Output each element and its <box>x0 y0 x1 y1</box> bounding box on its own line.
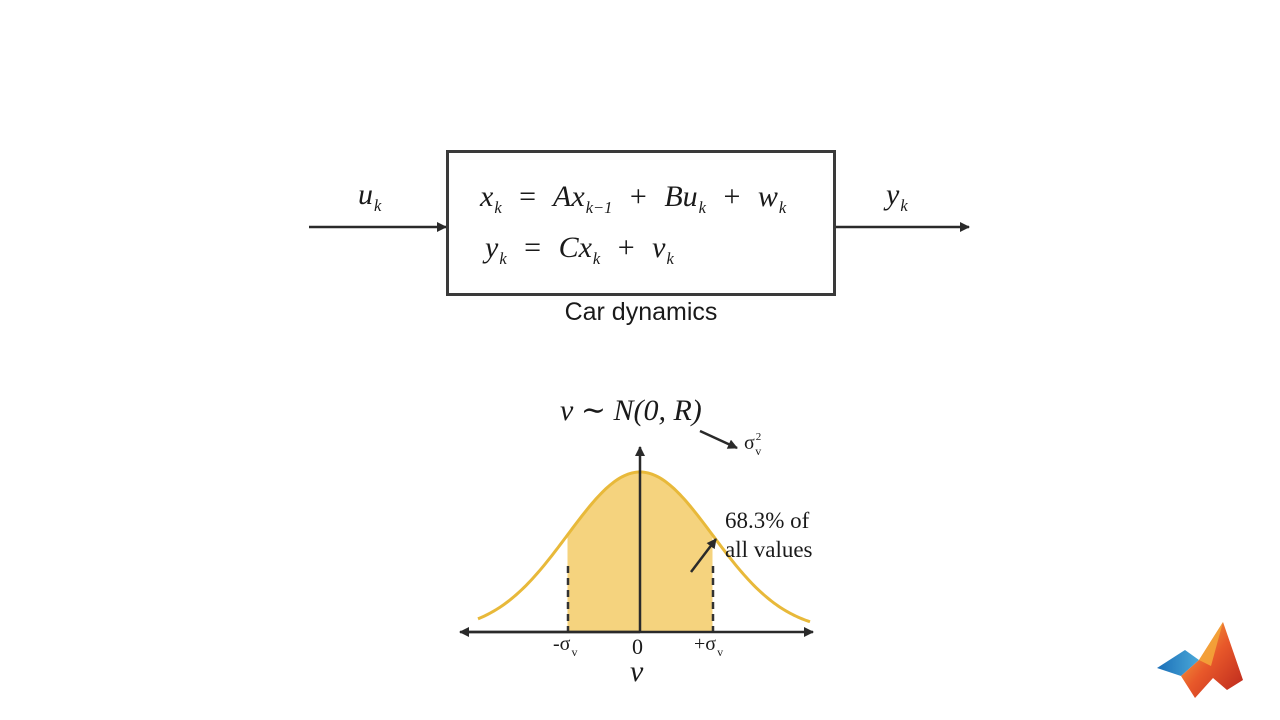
state-equation: xk = Axk−1 + Buk + wk <box>480 180 787 218</box>
measurement-equation: yk = Cxk + vk <box>485 231 674 269</box>
state-plus-1: + <box>629 180 647 213</box>
input-sub: k <box>374 196 382 216</box>
state-eq-sign: = <box>519 180 537 213</box>
meas-term-v: v <box>652 231 666 264</box>
tick-neg-text: -σ <box>553 633 571 655</box>
block-label: Car dynamics <box>564 298 718 326</box>
state-term-b-sub: k <box>698 198 706 218</box>
matlab-logo-icon <box>1157 622 1243 698</box>
annotation: 68.3% of all values <box>725 506 865 564</box>
state-plus-2: + <box>723 180 741 213</box>
state-term-b: Bu <box>664 180 698 213</box>
input-symbol: u <box>358 178 373 211</box>
input-label: uk <box>358 178 382 216</box>
meas-lhs-sub: k <box>499 249 507 269</box>
annotation-line-1: 68.3% of <box>725 508 810 533</box>
variance-label: σ2v <box>744 431 762 458</box>
system-block <box>446 150 836 296</box>
variance-arrow <box>699 429 738 450</box>
meas-lhs: y <box>485 231 499 264</box>
tick-pos-text: +σ <box>694 633 717 655</box>
variance-sigma: σ <box>744 432 755 454</box>
gaussian-curve <box>477 470 811 624</box>
annotation-line-2: all values <box>725 537 813 562</box>
output-label: yk <box>886 178 908 216</box>
variance-sup: 2 <box>755 431 762 443</box>
meas-term-c: Cx <box>558 231 592 264</box>
state-term-w: w <box>757 180 778 213</box>
tick-zero: 0 <box>632 634 643 659</box>
axis-label: v <box>630 655 644 688</box>
meas-eq-sign: = <box>524 231 542 264</box>
variance-sub: v <box>755 444 762 458</box>
output-symbol: y <box>886 178 900 211</box>
state-term-w-sub: k <box>778 198 787 218</box>
tick-neg-sub: v <box>571 645 578 659</box>
meas-term-c-sub: k <box>592 249 601 269</box>
tick-pos-sub: v <box>717 645 724 659</box>
output-sub: k <box>900 196 908 216</box>
state-term-a-sub: k−1 <box>585 198 613 218</box>
tick-neg-sigma: -σv <box>553 633 578 659</box>
meas-plus: + <box>617 231 635 264</box>
meas-term-v-sub: k <box>666 249 674 269</box>
state-lhs: x <box>480 180 494 213</box>
state-lhs-sub: k <box>494 198 502 218</box>
tick-pos-sigma: +σv <box>694 633 724 659</box>
state-term-a: Ax <box>553 180 585 213</box>
annotation-arrow <box>690 538 717 573</box>
distribution-title: v ∼ N(0, R) <box>560 394 702 427</box>
